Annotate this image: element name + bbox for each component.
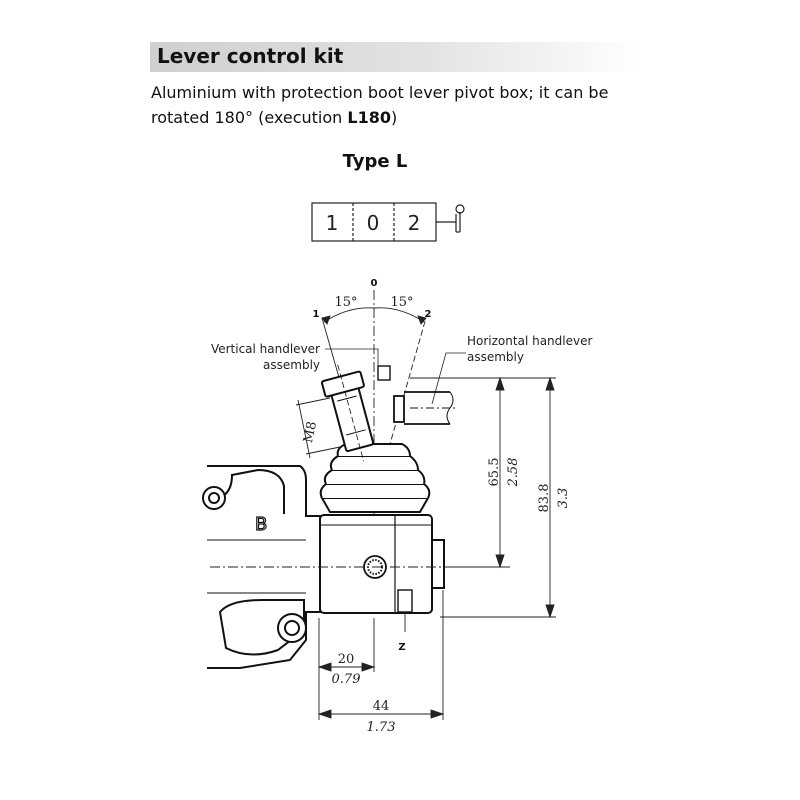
horizontal-label-line2: assembly (467, 350, 524, 364)
symbol-pos-2: 2 (408, 211, 421, 235)
height-dimensions (410, 376, 556, 619)
vertical-label-line1: Vertical handlever (211, 342, 320, 356)
description: Aluminium with protection boot lever piv… (151, 80, 651, 130)
horizontal-label-line1: Horizontal handlever (467, 334, 592, 348)
symbol-pos-0: 0 (367, 211, 380, 235)
title-bar (150, 42, 642, 72)
angle-zero-label: 0 (371, 278, 378, 289)
view-z-label: Z (398, 642, 405, 653)
type-label: Type L (342, 151, 408, 172)
dim-65-mm: 65.5 (487, 458, 502, 487)
description-tail: ) (390, 108, 398, 127)
dim-20-in: 0.79 (332, 672, 361, 687)
lever-knob-icon (455, 204, 465, 214)
symbol-pos-1: 1 (326, 211, 339, 235)
vertical-handlever (321, 364, 375, 462)
vertical-label-line2: assembly (263, 358, 320, 372)
thread-dimension (295, 397, 341, 459)
port-b-label: B (255, 514, 267, 535)
valve-body (202, 465, 321, 669)
protection-boot (319, 443, 431, 513)
dim-65-in: 2.58 (506, 458, 521, 488)
angle-right-deg: 15° (390, 295, 413, 310)
width-dimensions (317, 590, 445, 720)
position-symbol (311, 202, 465, 242)
dim-20-mm: 20 (338, 652, 355, 667)
dim-44-in: 1.73 (367, 720, 396, 735)
angle-left-pos: 1 (313, 309, 320, 320)
dim-83-mm: 83.8 (537, 484, 552, 513)
dim-44-mm: 44 (373, 699, 390, 714)
description-code: L180 (347, 108, 391, 127)
description-lead: Aluminium with protection boot lever piv… (151, 83, 609, 127)
angle-left-deg: 15° (334, 295, 357, 310)
dim-83-in: 3.3 (556, 488, 571, 509)
angle-right-pos: 2 (425, 309, 432, 320)
horizontal-handlever (377, 365, 455, 425)
page-title: Lever control kit (157, 44, 344, 68)
thread-label: M8 (301, 420, 320, 444)
